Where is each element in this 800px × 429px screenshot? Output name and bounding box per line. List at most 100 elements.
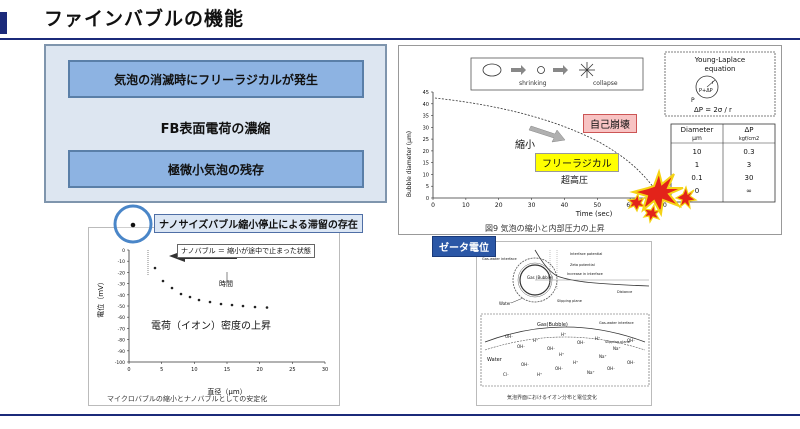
- young-p-label: P: [691, 97, 695, 104]
- nano-ytick-7: -70: [118, 326, 125, 332]
- collapse-ytick-3: 15: [423, 161, 429, 167]
- table-pressure-2: 30: [745, 174, 754, 182]
- nano-point: [179, 292, 183, 296]
- page-title: ファインバブルの機能: [44, 8, 245, 30]
- burst-icon-left: [626, 192, 647, 213]
- zeta-increase: Increase in interface: [567, 272, 603, 276]
- shrink-label: 縮小: [515, 140, 535, 151]
- nano-point: [230, 303, 234, 307]
- table-h2: ΔP: [744, 126, 753, 134]
- collapse-ytick-5: 25: [423, 137, 429, 143]
- collapse-ytick-7: 35: [423, 114, 429, 120]
- collapse-xlabel: Time (sec): [575, 210, 613, 218]
- ion-label: OH⁻: [517, 344, 525, 349]
- ion-label: H⁺: [537, 372, 542, 377]
- collapse-xtick-0: 0: [431, 202, 435, 209]
- nano-xtick-6: 30: [322, 367, 328, 373]
- collapse-xtick-5: 50: [593, 202, 601, 209]
- nanobubble-def-box: ナノバブル ＝ 縮小が途中で止まった状態: [177, 244, 315, 258]
- corner-mark: [0, 12, 7, 34]
- ion-label: OH⁻: [577, 340, 585, 345]
- nano-density-label: 電荷（イオン）密度の上昇: [151, 321, 271, 332]
- collapse-xtick-1: 10: [462, 202, 470, 209]
- ion-label: OH⁻: [607, 366, 615, 371]
- nano-xtick-5: 25: [289, 367, 295, 373]
- ion-label: OH⁻: [505, 334, 513, 339]
- nano-ylabel: 電位（mV）: [96, 278, 105, 318]
- ion-label: H⁺: [559, 352, 564, 357]
- summary-panel: 気泡の消滅時にフリーラジカルが発生 FB表面電荷の濃縮 極微小気泡の残存: [44, 44, 387, 203]
- collapse-ytick-4: 20: [423, 149, 429, 155]
- nano-point: [170, 286, 174, 290]
- zeta-bubble: Gas (Bubble): [527, 275, 553, 280]
- summary-item-surface-charge: FB表面電荷の濃縮: [160, 122, 271, 137]
- nano-ytick-1: -10: [118, 259, 125, 265]
- zeta-slipping: Slipping plane: [557, 299, 582, 303]
- table-pressure-1: 3: [747, 161, 751, 169]
- collapse-ylabel: Bubble diameter (μm): [406, 131, 413, 197]
- ion-label: Cl⁻: [503, 372, 509, 377]
- zeta-potential-label: Zeta potential: [570, 263, 595, 267]
- collapse-ytick-2: 10: [423, 172, 429, 178]
- ion-label: OH⁻: [547, 346, 555, 351]
- nano-xtick-1: 5: [160, 367, 163, 373]
- ion-label: Na⁺: [599, 354, 607, 359]
- nano-ytick-4: -40: [118, 293, 125, 299]
- magnifier-circle: [113, 204, 153, 244]
- ions-interface-label: Gas-water interface: [599, 321, 634, 325]
- collapse-ytick-8: 40: [423, 102, 429, 108]
- collapse-xtick-2: 20: [495, 202, 503, 209]
- ion-label: H⁺: [595, 336, 600, 341]
- young-equation: ΔP = 2σ / r: [694, 106, 732, 114]
- young-r-label: r: [712, 80, 715, 86]
- nano-ytick-2: -20: [118, 270, 125, 276]
- figure-zeta: Interface potential Zeta potential Incre…: [476, 241, 652, 406]
- collapse-ytick-9: 45: [423, 90, 429, 96]
- shrinking-label: shrinking: [519, 80, 547, 87]
- ion-label: Na⁺: [587, 370, 595, 375]
- zeta-caption: 気泡界面におけるイオン分布と電位変化: [507, 394, 597, 401]
- nano-point: [241, 304, 245, 308]
- table-diameter-3: 0: [695, 187, 699, 195]
- nano-ytick-3: -30: [118, 282, 125, 288]
- nano-callout: ナノサイズバブル縮小停止による滞留の存在: [154, 214, 363, 233]
- nano-point: [197, 298, 201, 302]
- zeta-interface-potential: Interface potential: [570, 252, 602, 256]
- nano-caption: マイクロバブルの縮小とナノバブルとしての安定化: [107, 395, 268, 403]
- self-collapse-badge: 自己崩壊: [583, 114, 637, 133]
- ion-label: OH⁻: [627, 360, 635, 365]
- zeta-distance: Distance: [617, 290, 632, 294]
- ion-label: OH⁻: [521, 362, 529, 367]
- free-radical-badge: フリーラジカル: [535, 153, 619, 172]
- nano-point: [161, 279, 165, 283]
- ions-water-label: Water: [487, 357, 503, 363]
- bottom-rule: [0, 414, 800, 416]
- nano-point: [265, 306, 269, 309]
- nano-xtick-4: 20: [256, 367, 262, 373]
- burst-icon-right: [674, 185, 698, 210]
- nano-ytick-6: -60: [118, 315, 125, 321]
- collapse-xtick-4: 40: [561, 202, 569, 209]
- summary-item-free-radical: 気泡の消滅時にフリーラジカルが発生: [68, 60, 364, 98]
- collapse-label: collapse: [593, 80, 618, 87]
- ions-gas-label: Gas(Bubble): [537, 322, 568, 328]
- collapse-svg: shrinking collapse Young-Laplace equatio…: [406, 51, 776, 224]
- collapse-xtick-3: 30: [528, 202, 536, 209]
- nano-point: [253, 305, 257, 309]
- nano-xlabel: 直径（μm）: [207, 387, 246, 396]
- nano-time-label: 時間: [219, 280, 233, 288]
- table-diameter-0: 10: [693, 148, 702, 156]
- nano-ytick-9: -90: [118, 349, 125, 355]
- table-diameter-1: 1: [695, 161, 699, 169]
- young-laplace-title: Young-Laplace: [694, 56, 746, 64]
- collapse-curve: [434, 97, 658, 193]
- table-h1: Diameter: [681, 126, 714, 134]
- table-diameter-2: 0.1: [691, 174, 702, 182]
- summary-item-residual-bubble: 極微小気泡の残存: [68, 150, 364, 188]
- table-h1-unit: μm: [692, 135, 702, 142]
- collapse-ytick-1: 5: [426, 184, 429, 190]
- nano-ytick-10: -100: [115, 360, 125, 366]
- ion-label: OH⁻: [555, 366, 563, 371]
- shrink-arrow: [528, 125, 566, 143]
